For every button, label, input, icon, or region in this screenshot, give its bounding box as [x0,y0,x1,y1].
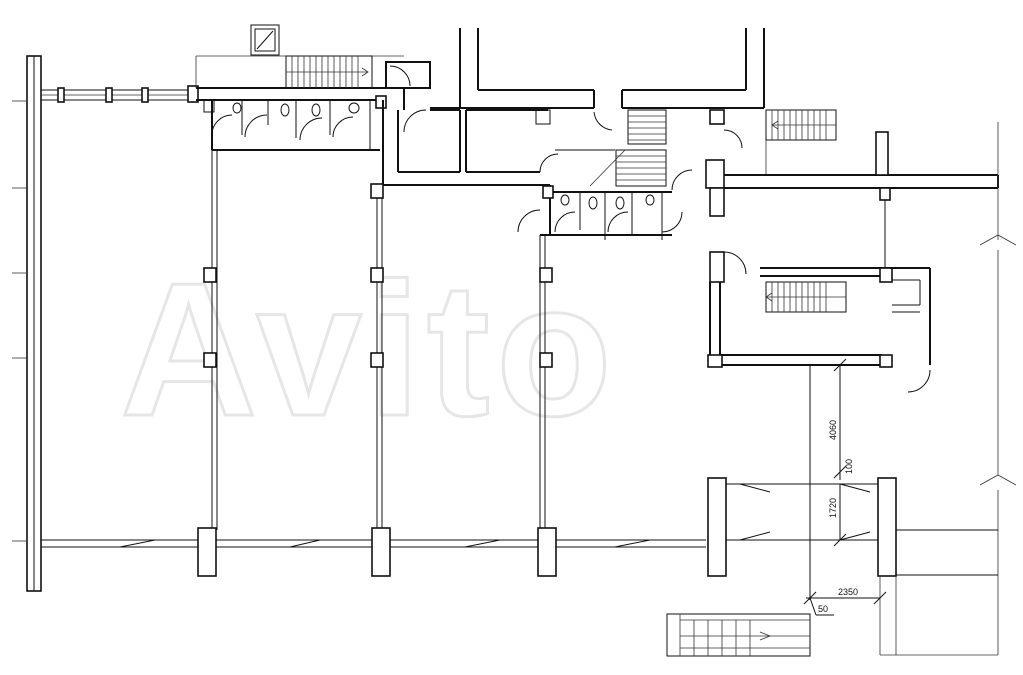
wc-block-left [203,95,387,151]
wc-block-center [517,185,683,240]
stair-top-right [709,109,837,175]
partitions [203,150,553,530]
service-block-center [382,61,559,186]
watermark: Avito [120,244,618,456]
dim-label-4060: 4060 [828,420,838,440]
dim-label-1720: 1720 [828,498,838,518]
dim-label-2350: 2350 [838,587,858,597]
dimension-lines [803,358,887,616]
stair-center [555,109,693,191]
right-wall [705,122,1017,655]
entrance-steps [666,613,811,657]
dim-label-50: 50 [818,604,828,614]
stair-top-left [285,55,373,89]
bottom-facade [41,477,998,656]
stair-room-right [707,251,931,393]
dim-label-100: 100 [844,459,854,474]
left-exterior-wall [12,55,42,592]
upper-recess [430,28,765,131]
